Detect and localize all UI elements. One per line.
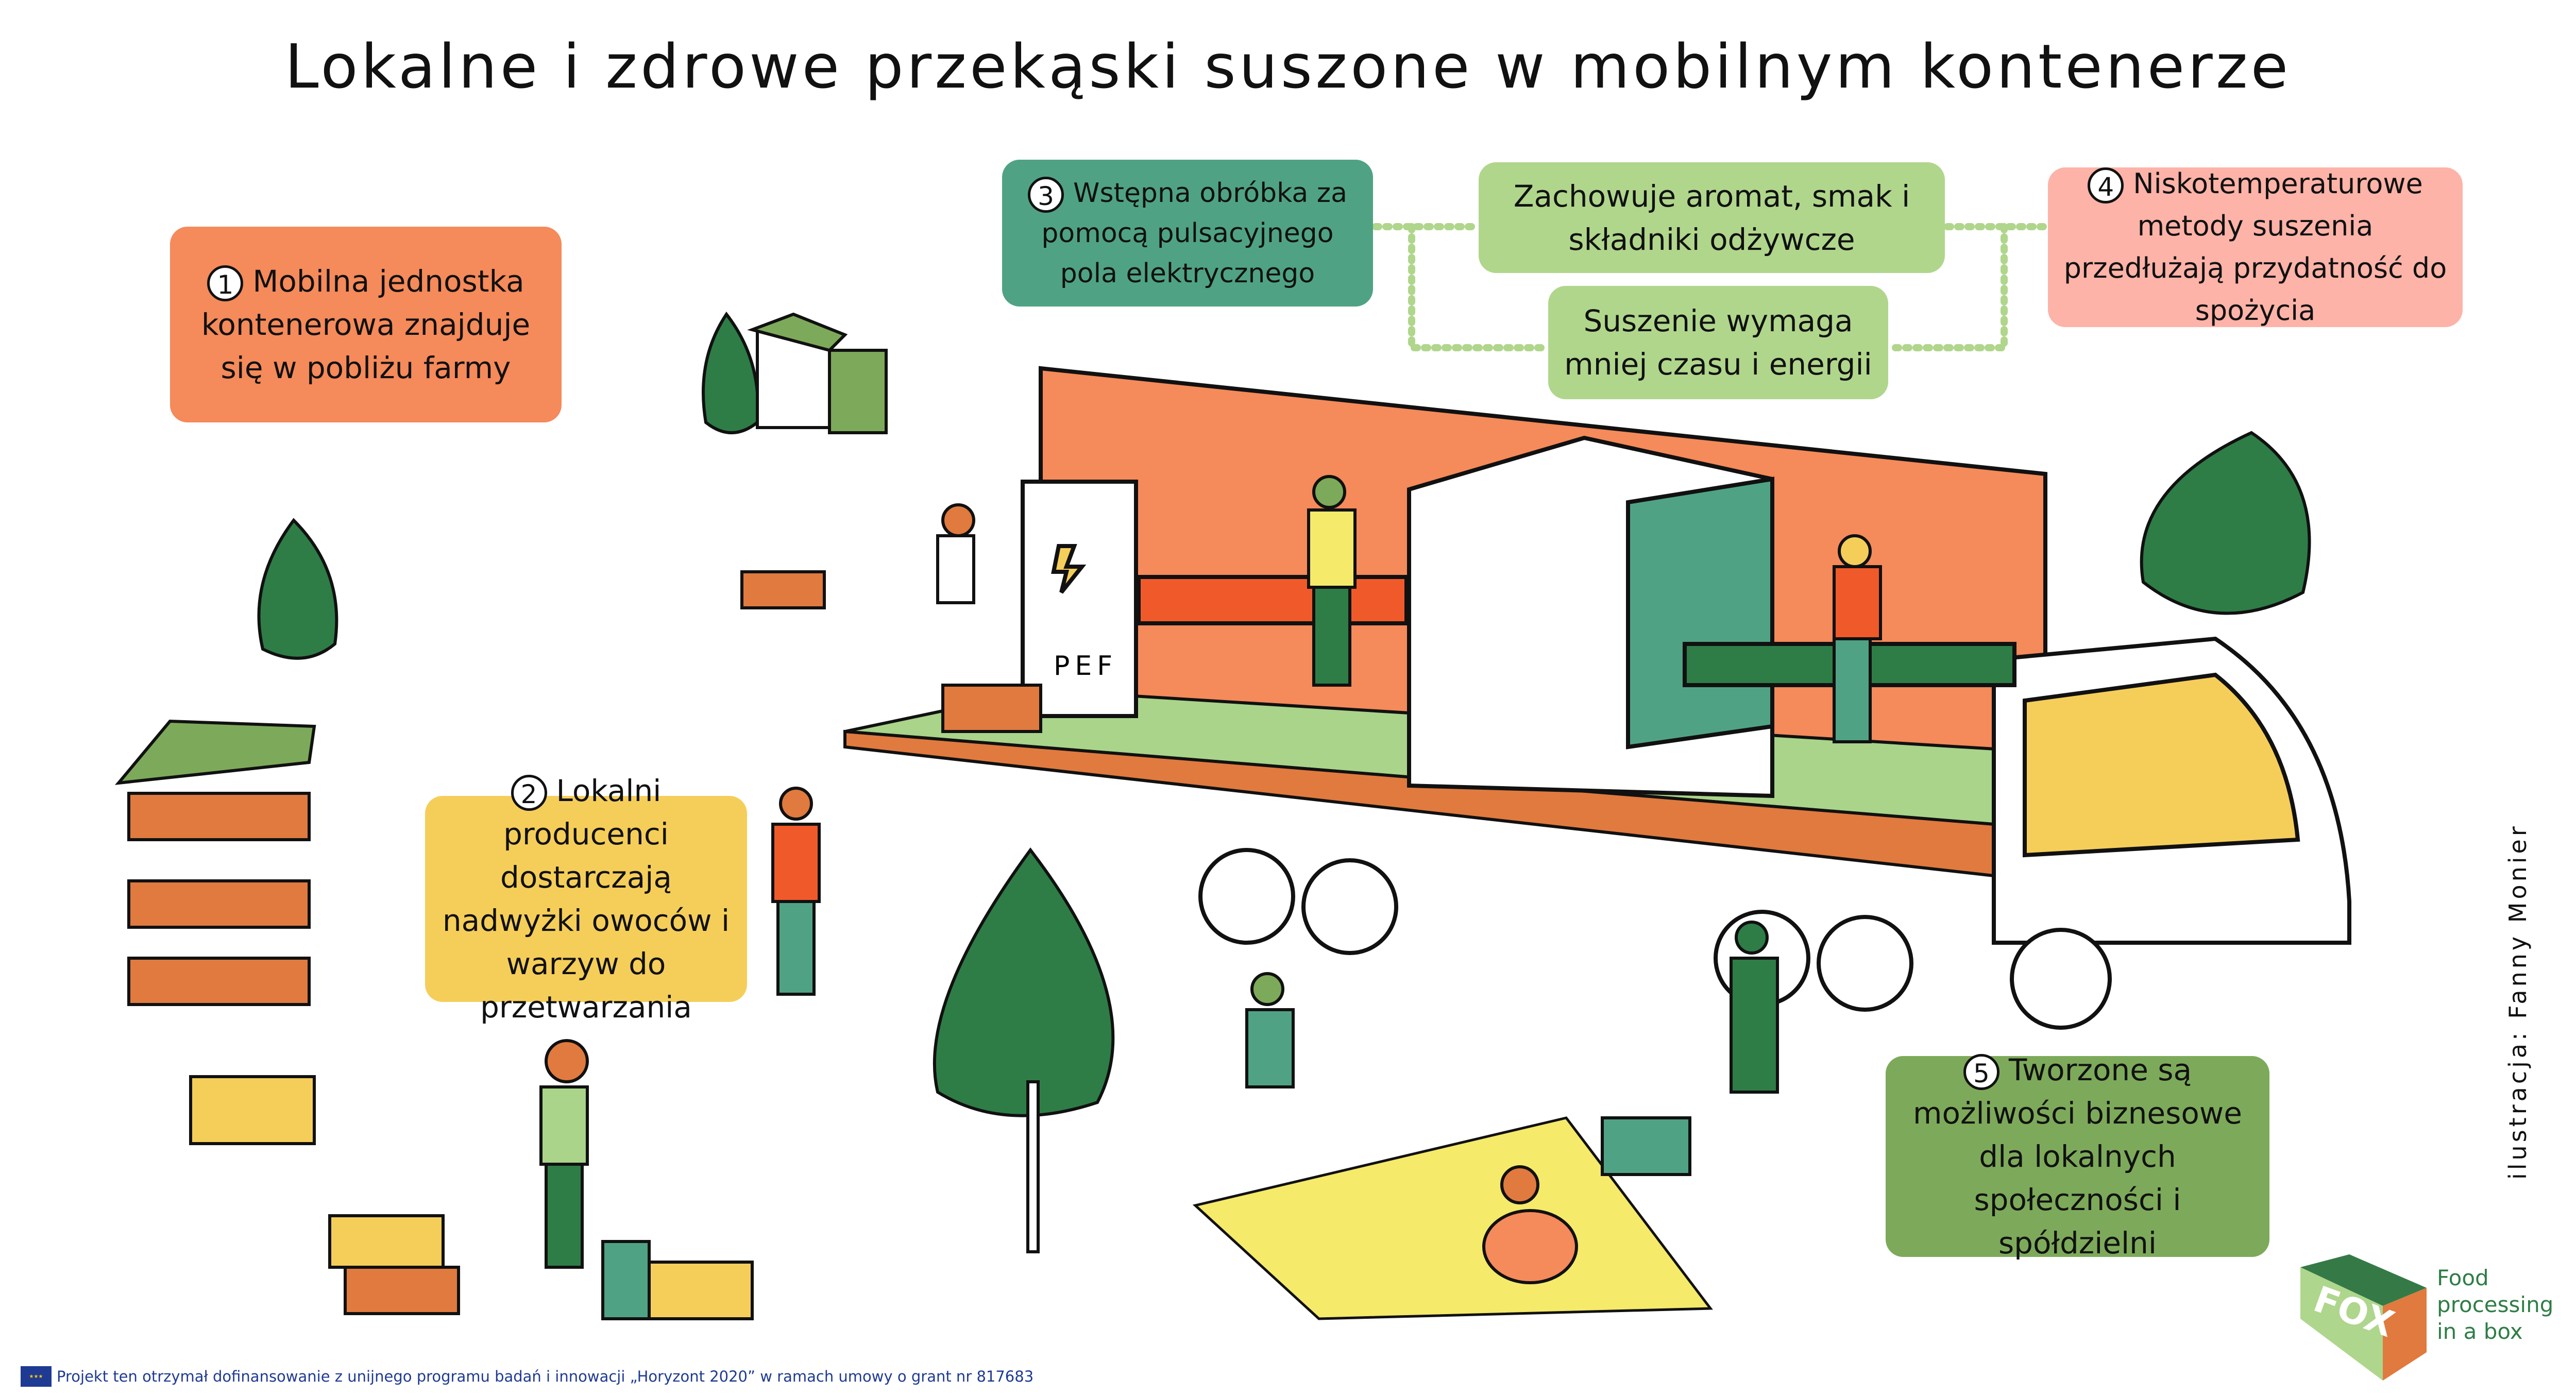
- crates: [328, 570, 1042, 1320]
- page-title: Lokalne i zdrowe przekąski suszone w mob…: [284, 31, 2292, 102]
- dryer-cabinet: [1407, 435, 2016, 798]
- step-number: 2: [511, 774, 547, 811]
- step-number: 1: [207, 265, 244, 301]
- pef-machine: [1021, 480, 1409, 718]
- step-number: 4: [2088, 167, 2124, 204]
- step-number: 3: [1028, 176, 1064, 213]
- funding-text: Projekt ten otrzymał dofinansowanie z un…: [57, 1368, 1034, 1385]
- market-stand: [114, 719, 316, 1145]
- fox-logo: FOX: [2300, 1254, 2427, 1381]
- benefit-text: Zachowuje aromat, smak i składniki odżyw…: [1513, 178, 1910, 257]
- step-text: Niskotemperaturowe metody suszenia przed…: [2063, 167, 2447, 327]
- logo-text: Food processing in a box: [2437, 1265, 2554, 1344]
- step-text: Wstępna obróbka za pomocą pulsacyjnego p…: [1041, 177, 1347, 289]
- wheels: [1198, 848, 2112, 1030]
- benefit-energy-callout: Suszenie wymaga mniej czasu i energii: [1548, 286, 1888, 399]
- step-text: Mobilna jednostka kontenerowa znajduje s…: [201, 264, 531, 385]
- trees: [257, 311, 2311, 1253]
- benefit-text: Suszenie wymaga mniej czasu i energii: [1564, 303, 1872, 382]
- illustrator-credit: ilustracja: Fanny Monier: [2504, 823, 2532, 1180]
- benefit-aroma-callout: Zachowuje aromat, smak i składniki odżyw…: [1479, 162, 1945, 273]
- eu-flag-icon: ★★★: [21, 1366, 52, 1387]
- step-number: 5: [1963, 1053, 1999, 1090]
- truck-cab: [1992, 636, 2351, 945]
- funding-footer: ★★★ Projekt ten otrzymał dofinansowanie …: [21, 1366, 1033, 1387]
- step-text: Tworzone są możliwości biznesowe dla lok…: [1913, 1052, 2242, 1261]
- picnic-blanket: [1192, 1116, 1713, 1320]
- dotted-connectors: [1372, 223, 2049, 351]
- shed: [747, 312, 888, 434]
- step-text: Lokalni producenci dostarczają nadwyżki …: [442, 773, 730, 1025]
- pef-label: PEF: [1054, 651, 1117, 682]
- people: [539, 475, 1882, 1284]
- gift-crate: [1601, 1116, 1691, 1176]
